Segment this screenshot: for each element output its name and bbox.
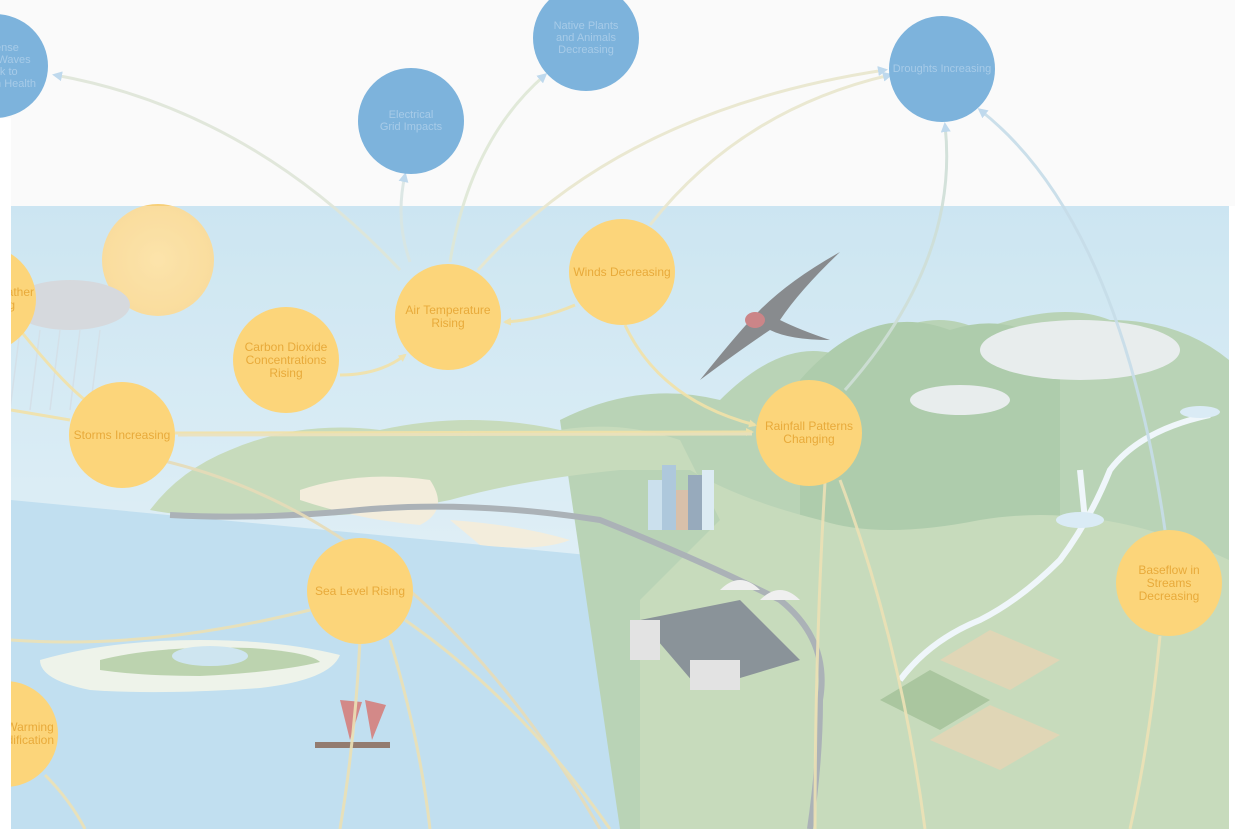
node-native-plants-label: Native Plants and Animals Decreasing	[553, 20, 619, 56]
arrow-sea-down-2	[388, 639, 432, 829]
node-winds-label: Winds Decreasing	[573, 264, 671, 279]
node-native-plants[interactable]: Native Plants and Animals Decreasing	[533, 0, 639, 91]
arrow-left-to-storms	[10, 408, 71, 422]
node-heat-waves[interactable]: Intense Heat Waves Risk to Human Health	[0, 14, 48, 118]
node-air-temperature[interactable]: Air Temperature Rising	[395, 264, 501, 370]
node-droughts-label: Droughts Increasing	[892, 63, 992, 75]
cloud-mountain-2	[910, 385, 1010, 415]
road	[169, 503, 825, 829]
beach	[300, 476, 438, 525]
node-rainfall-label: Rainfall Patterns Changing	[764, 419, 854, 446]
node-air-temperature-label: Air Temperature Rising	[405, 303, 491, 330]
orchard	[880, 670, 990, 730]
storm-cloud	[10, 280, 130, 330]
node-rainfall[interactable]: Rainfall Patterns Changing	[756, 380, 862, 486]
arrow-extreme-to-storms	[18, 329, 86, 402]
arrow-air-to-native	[448, 73, 548, 263]
pool	[1056, 512, 1104, 528]
arrow-ocean-down	[43, 773, 87, 829]
arrow-baseflow-down	[1128, 635, 1162, 829]
terminal	[630, 620, 660, 660]
arrow-rainfall-down-2	[838, 479, 927, 829]
node-baseflow-label: Baseflow in Streams Decreasing	[1138, 562, 1200, 603]
arrow-rainfall-to-drought	[843, 122, 951, 391]
node-storms-label: Storms Increasing	[73, 427, 171, 442]
node-carbon-dioxide[interactable]: Carbon Dioxide Concentrations Rising	[233, 307, 339, 413]
arrow-air-to-heat	[52, 71, 402, 272]
frigatebird	[700, 252, 840, 380]
terminal-2	[690, 660, 740, 690]
hangar	[720, 580, 800, 600]
arrow-winds-to-rainfall	[623, 324, 757, 428]
arrow-co2-to-air	[339, 353, 407, 377]
arrow-storms-to-rainfall	[174, 428, 754, 437]
arrow-air-to-grid	[398, 172, 412, 263]
node-sea-level-label: Sea Level Rising	[314, 583, 406, 598]
island-lagoon	[172, 646, 248, 666]
node-carbon-dioxide-label: Carbon Dioxide Concentrations Rising	[244, 339, 328, 380]
node-baseflow[interactable]: Baseflow in Streams Decreasing	[1116, 530, 1222, 636]
sun	[102, 204, 214, 316]
arrow-sea-down-3	[404, 618, 612, 829]
pool-top	[1180, 406, 1220, 418]
arrow-sea-to-left	[10, 608, 311, 644]
arrow-storms-to-sea	[159, 458, 602, 829]
waterfall	[1077, 469, 1088, 521]
runway	[640, 600, 800, 690]
farm-field-2	[930, 705, 1060, 770]
arrow-winds-to-drought	[648, 71, 893, 226]
node-sea-level[interactable]: Sea Level Rising	[307, 538, 413, 644]
arrow-winds-to-air	[503, 303, 576, 326]
arrow-baseflow-to-drought	[977, 108, 1167, 531]
node-storms[interactable]: Storms Increasing	[69, 382, 175, 488]
right-margin	[1229, 206, 1235, 829]
node-electrical-grid-label: Electrical Grid Impacts	[379, 109, 443, 133]
arrow-sea-down	[338, 639, 362, 829]
arrow-rainfall-to-storms	[177, 432, 753, 437]
node-winds[interactable]: Winds Decreasing	[569, 219, 675, 325]
rain-streaks	[9, 329, 101, 411]
river	[897, 412, 1211, 682]
arrow-air-to-drought	[476, 66, 888, 271]
arrow-rainfall-down	[813, 481, 827, 829]
node-heat-waves-label: Intense Heat Waves Risk to Human Health	[0, 42, 36, 90]
left-clip	[0, 118, 11, 829]
sailing-canoe	[340, 700, 386, 740]
farm-field	[940, 630, 1060, 690]
node-electrical-grid[interactable]: Electrical Grid Impacts	[358, 68, 464, 174]
city-buildings	[648, 465, 714, 530]
beach-2	[450, 520, 570, 548]
node-droughts[interactable]: Droughts Increasing	[889, 16, 995, 122]
frigatebird-pouch	[745, 312, 765, 328]
